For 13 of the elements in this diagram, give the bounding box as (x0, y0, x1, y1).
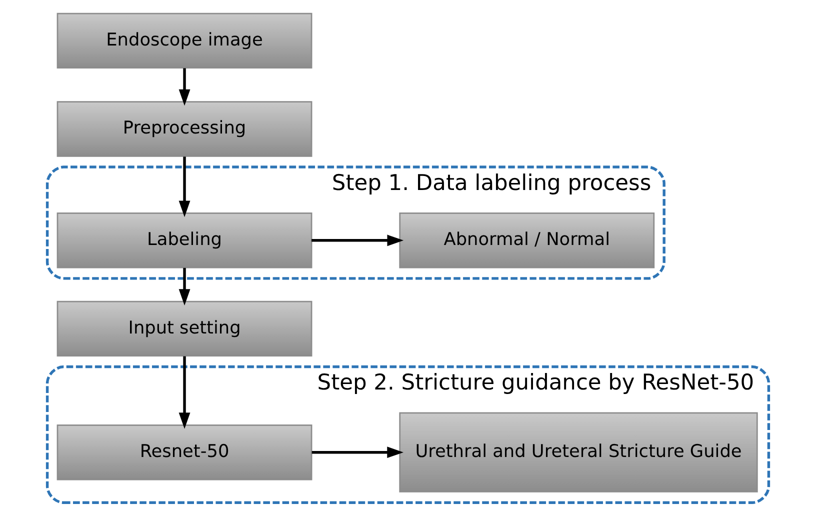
node-box: Resnet-50 (56, 424, 312, 480)
arrow (312, 446, 404, 458)
node-box: Endoscope image (56, 12, 312, 69)
node-box: Preprocessing (56, 101, 312, 157)
node-box: Urethral and Ureteral Stricture Guide (399, 412, 758, 492)
arrow (178, 356, 190, 429)
node-box: Abnormal / Normal (399, 212, 655, 268)
arrow (178, 268, 190, 306)
arrow (178, 156, 190, 218)
node-box: Input setting (56, 300, 312, 357)
node-box: Labeling (56, 212, 312, 268)
arrow (312, 234, 404, 246)
arrow (178, 68, 190, 106)
